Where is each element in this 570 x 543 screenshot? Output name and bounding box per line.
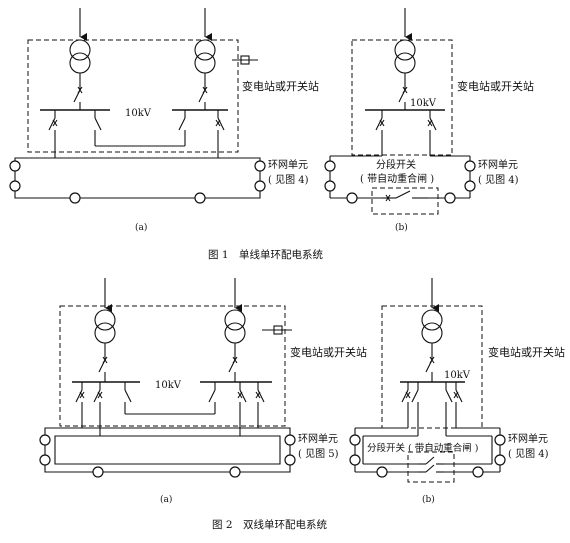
- fig1b-station-boundary: [351, 39, 453, 156]
- fig1b-ring-units: [324, 160, 476, 204]
- fig2a-transformer-right: [224, 309, 246, 344]
- fig2a-station-label: 变电站或开关站: [290, 345, 367, 359]
- fig2b-diagram: 变电站或开关站 10kV 分段开关 ( 带自动重合闸 ) 环网单元 ( 见图 4…: [349, 278, 565, 505]
- fig1a-switch-symbol-icon: [232, 55, 258, 65]
- fig2a-transformer-left: [94, 309, 116, 344]
- fig2b-ring-units: [349, 434, 506, 478]
- fig2b-switch-label: 分段开关 ( 带自动重合闸 ): [367, 442, 478, 454]
- fig2b-transformer: [421, 309, 443, 344]
- fig2a-switch-symbol-icon: [262, 325, 292, 335]
- fig2a-panel-label: (a): [160, 494, 172, 505]
- fig2b-sectionalizing-switch: [407, 451, 455, 483]
- fig2a-ring-ref: ( 见图 5): [298, 448, 339, 460]
- fig2a-voltage-label: 10kV: [155, 380, 182, 391]
- fig2a-outer-ring: [44, 427, 291, 473]
- fig1b-ring-ref: ( 见图 4): [478, 174, 519, 186]
- fig2b-panel-label: (b): [422, 494, 435, 505]
- fig2a-ring-units: [39, 434, 296, 478]
- fig1a-station-label: 变电站或开关站: [242, 79, 319, 93]
- fig1b-ring-label: 环网单元: [478, 159, 518, 171]
- fig1a-ring-loop: [14, 157, 261, 199]
- fig1b-diagram: 变电站或开关站 10kV 分段开关 ( 带自动重合闸 ) 环网单元 ( 见图 4…: [324, 8, 534, 233]
- fig2b-ring-label: 环网单元: [508, 433, 548, 445]
- fig1a-transformer-left: [69, 39, 91, 74]
- fig1b-transformer: [394, 39, 416, 74]
- fig1b-switch-label-2: ( 带自动重合闸 ): [360, 172, 434, 185]
- fig1a-ring-units: [9, 160, 266, 204]
- fig1a-ring-label: 环网单元: [268, 159, 308, 171]
- fig2b-station-boundary: [381, 305, 483, 429]
- fig1b-panel-label: (b): [395, 222, 408, 233]
- fig1a-ring-ref: ( 见图 4): [268, 174, 309, 186]
- fig2b-ring-ref: ( 见图 4): [508, 448, 549, 460]
- figure2-caption: 图 2 双线单环配电系统: [212, 518, 328, 531]
- fig1b-voltage-label: 10kV: [410, 98, 437, 109]
- fig1b-switch-label-1: 分段开关: [376, 158, 416, 171]
- fig1a-station-boundary: [27, 39, 239, 153]
- fig2a-inner-ring: [54, 435, 281, 465]
- fig2a-diagram: 变电站或开关站 10kV 环网单元 ( 见图 5) (a): [39, 278, 367, 505]
- fig2b-station-label: 变电站或开关站: [488, 345, 565, 359]
- figure1-caption: 图 1 单线单环配电系统: [208, 248, 324, 261]
- fig1a-voltage-label: 10kV: [125, 108, 152, 119]
- fig1a-panel-label: (a): [135, 222, 147, 233]
- fig2a-ring-label: 环网单元: [298, 433, 338, 445]
- fig2b-voltage-label: 10kV: [444, 370, 471, 381]
- fig1b-station-label: 变电站或开关站: [457, 79, 534, 93]
- fig1b-sectionalizing-switch: [371, 187, 439, 215]
- fig2a-station-boundary: [59, 305, 286, 427]
- fig1a-diagram: 变电站或开关站 10kV 环网单元 ( 见图 4) (a): [9, 8, 319, 233]
- fig1a-transformer-right: [194, 39, 216, 74]
